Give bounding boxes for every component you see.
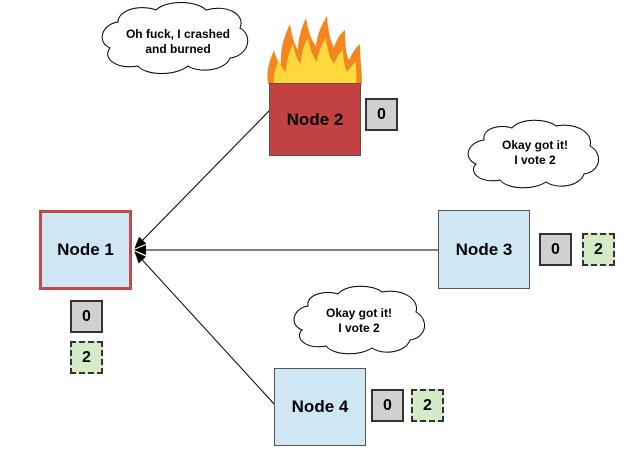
node-1-term-counter: 0 [70, 300, 103, 333]
arrow-node4-to-node1 [134, 251, 276, 406]
node-3-term-counter: 0 [539, 233, 572, 266]
node-1-vote-counter: 2 [70, 341, 103, 374]
node-4-box: Node 4 [274, 368, 366, 446]
node-4-label: Node 4 [291, 397, 349, 416]
node-3-label: Node 3 [455, 239, 513, 259]
node-2-label: Node 2 [286, 109, 344, 129]
speech-bubble-node4 [293, 285, 425, 355]
speech-bubble-node3-text: Okay got it! I vote 2 [501, 138, 568, 167]
speech-bubble-node2 [101, 2, 249, 74]
speech-bubble-node4-text: Okay got it! I vote 2 [325, 306, 392, 335]
node-2-term-counter: 0 [365, 98, 398, 131]
node-1-box: Node 1 [39, 210, 132, 290]
node-3-vote-counter: 2 [582, 233, 615, 266]
node-2-box: Node 2 [269, 83, 361, 156]
speech-bubble-node2-text: Oh fuck, I crashed and burned [125, 27, 231, 56]
arrow-node2-to-node1 [134, 109, 271, 249]
node-3-box: Node 3 [438, 210, 530, 289]
node-4-term-counter: 0 [371, 389, 404, 422]
node-4-vote-counter: 2 [411, 389, 444, 422]
speech-bubble-node3 [467, 119, 599, 189]
node-1-label: Node 1 [57, 240, 114, 259]
fire-icon [267, 16, 362, 84]
